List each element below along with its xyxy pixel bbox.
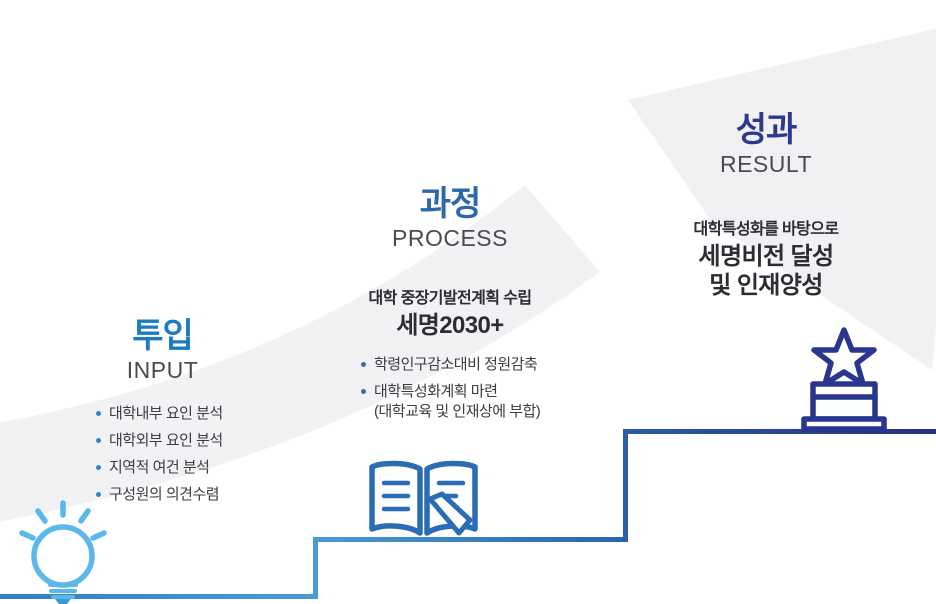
section-result-header: 성과 RESULT — [650, 111, 882, 178]
process-bullet-text: 대학특성화계획 마련 — [374, 383, 498, 400]
input-bullet-item: 대학내부 요인 분석 — [96, 404, 223, 424]
process-title-english: PROCESS — [392, 225, 508, 252]
process-title-korean: 과정 — [419, 185, 482, 223]
process-bullet-text: 학령인구감소대비 정원감축 — [374, 356, 538, 373]
process-subheading: 대학 중장기발전계획 수립 세명2030+ — [330, 284, 570, 340]
result-subheading: 대학특성화를 바탕으로 세명비전 달성 및 인재양성 — [640, 215, 892, 300]
process-bullet-subtext: (대학교육 및 인재상에 부합) — [374, 403, 541, 420]
process-bullet-list: 학령인구감소대비 정원감축 대학특성화계획 마련 (대학교육 및 인재상에 부합… — [361, 355, 541, 429]
result-subheading-large-line2: 및 인재양성 — [709, 272, 823, 299]
process-subheading-small: 대학 중장기발전계획 수립 — [368, 290, 532, 307]
result-subheading-small: 대학특성화를 바탕으로 — [693, 221, 839, 238]
open-book-pencil-icon — [369, 460, 478, 536]
lightbulb-icon — [19, 500, 107, 604]
input-bullet-item: 구성원의 의견수렴 — [96, 485, 223, 505]
input-bullet-list: 대학내부 요인 분석 대학외부 요인 분석 지역적 여건 분석 구성원의 의견수… — [96, 404, 223, 512]
result-title-english: RESULT — [719, 151, 813, 178]
input-bullet-item: 지역적 여건 분석 — [96, 458, 223, 478]
result-subheading-large-line1: 세명비전 달성 — [698, 243, 835, 270]
step-line-middle — [313, 537, 628, 542]
input-title-korean: 투입 — [132, 317, 194, 355]
step-riser-second — [623, 429, 628, 542]
process-bullet-item: 대학특성화계획 마련 (대학교육 및 인재상에 부합) — [361, 382, 541, 422]
result-title-korean: 성과 — [735, 111, 798, 149]
arrow-band-shape — [0, 185, 600, 522]
section-process-header: 과정 PROCESS — [340, 185, 560, 252]
arrow-head-shape — [628, 28, 936, 370]
input-bullet-item: 대학외부 요인 분석 — [96, 431, 223, 451]
process-bullet-item: 학령인구감소대비 정원감축 — [361, 355, 540, 375]
step-riser-first — [313, 537, 318, 599]
input-title-english: INPUT — [126, 357, 199, 384]
step-line-bottom — [0, 594, 316, 599]
process-subheading-large: 세명2030+ — [396, 312, 504, 339]
trophy-star-icon — [801, 327, 887, 432]
step-line-top — [623, 429, 936, 434]
section-input-header: 투입 INPUT — [60, 317, 265, 384]
